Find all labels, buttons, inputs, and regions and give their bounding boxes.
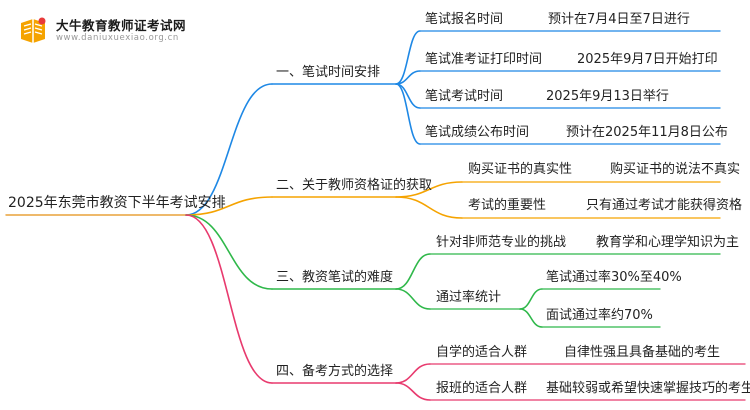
b1-item4-value: 预计在2025年11月8日公布 xyxy=(566,125,728,140)
b1-item1-label: 笔试报名时间 xyxy=(425,12,504,27)
b3-item2-label: 通过率统计 xyxy=(436,290,502,305)
b3-item2-sub2: 面试通过率约70% xyxy=(546,308,653,323)
b4-item1-label: 自学的适合人群 xyxy=(436,345,528,360)
b3-item2-sub1: 笔试通过率30%至40% xyxy=(546,270,682,285)
branch-1-title: 一、笔试时间安排 xyxy=(276,65,381,80)
b1-item3-label: 笔试考试时间 xyxy=(425,89,504,104)
wire-b4-item1 xyxy=(395,363,431,384)
branch-2-title: 二、关于教师资格证的获取 xyxy=(276,178,433,193)
b3-item1-value: 教育学和心理学知识为主 xyxy=(596,235,740,250)
branch-4-title: 四、备考方式的选择 xyxy=(276,364,394,379)
wire-b1-item1 xyxy=(395,30,421,85)
wire-b1-item4 xyxy=(395,83,421,145)
branch-3-title: 三、教资笔试的难度 xyxy=(276,270,394,285)
wire-b4-item2 xyxy=(395,382,431,401)
root-node: 2025年东莞市教资下半年考试安排 xyxy=(8,195,226,211)
wire-b3-item1 xyxy=(395,253,431,290)
b4-item1-value: 自律性强且具备基础的考生 xyxy=(564,345,721,360)
wire-b3-item2 xyxy=(395,288,431,310)
b4-item2-label: 报班的适合人群 xyxy=(436,381,528,396)
wire-branch-2 xyxy=(185,196,273,216)
wire-branch-3 xyxy=(185,214,273,290)
b2-item2-value: 只有通过考试才能获得资格 xyxy=(586,198,743,213)
wire-branch-1 xyxy=(185,83,273,216)
wire-branch-4 xyxy=(185,214,273,384)
wire-b2-item2 xyxy=(395,196,463,219)
wire-b1-item3 xyxy=(395,83,421,109)
b2-item1-value: 购买证书的说法不真实 xyxy=(610,162,741,177)
b3-item1-label: 针对非师范专业的挑战 xyxy=(436,235,567,250)
site-logo: 大牛教育教师证考试网 www.daniuxuexiao.org.cn xyxy=(16,13,216,47)
wire-b3-sub2 xyxy=(519,308,543,328)
b4-item2-value: 基础较弱或希望快速掌握技巧的考生 xyxy=(546,381,750,396)
b1-item3-value: 2025年9月13日举行 xyxy=(546,89,669,104)
b1-item1-value: 预计在7月4日至7日进行 xyxy=(548,12,690,27)
b2-item1-label: 购买证书的真实性 xyxy=(468,162,573,177)
b2-item2-label: 考试的重要性 xyxy=(468,198,547,213)
b1-item2-value: 2025年9月7日开始打印 xyxy=(577,52,718,67)
b1-item4-label: 笔试成绩公布时间 xyxy=(425,125,530,140)
logo-name: 大牛教育教师证考试网 xyxy=(56,18,187,33)
logo-url: www.daniuxuexiao.org.cn xyxy=(56,33,179,43)
b1-item2-label: 笔试准考证打印时间 xyxy=(425,52,543,67)
wire-b2-item1 xyxy=(395,181,463,198)
wire-b3-sub1 xyxy=(519,288,543,310)
book-logo-icon xyxy=(21,17,46,43)
